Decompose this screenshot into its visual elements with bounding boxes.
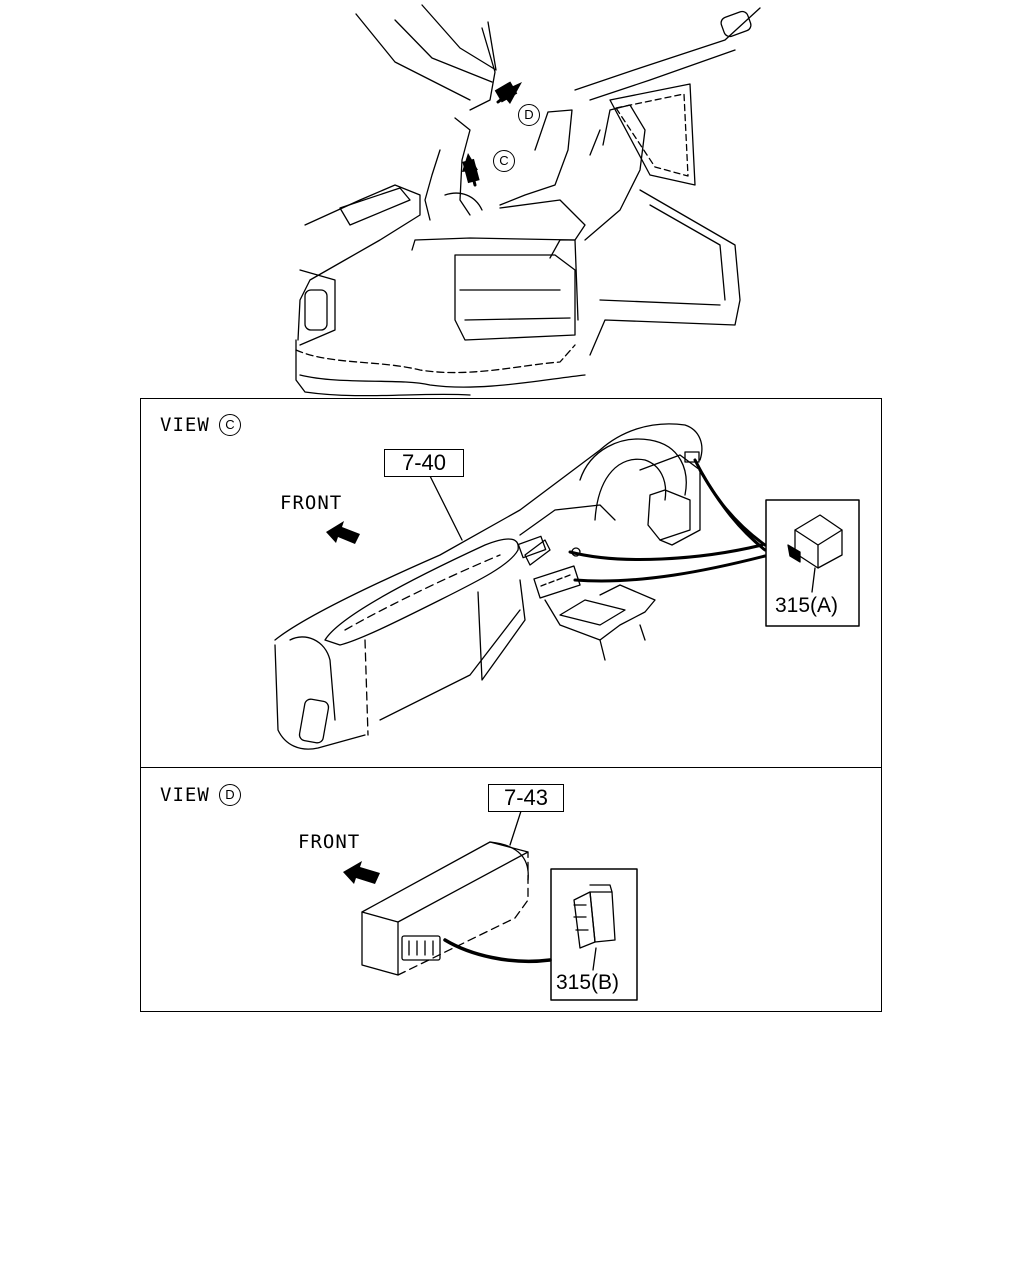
view-d-panel — [140, 767, 882, 1012]
view-d-title: VIEW — [160, 784, 210, 806]
part-315b-label: 315(B) — [556, 971, 620, 994]
view-d-title-marker: D — [219, 784, 241, 806]
view-c-title: VIEW — [160, 414, 210, 436]
part-315a-label: 315(A) — [775, 594, 839, 617]
view-c-callout-marker: C — [493, 150, 515, 172]
view-c-title-marker: C — [219, 414, 241, 436]
view-c-ref-code: 7-40 — [384, 449, 464, 477]
view-c-front-label: FRONT — [280, 492, 343, 514]
view-d-front-label: FRONT — [298, 831, 361, 853]
cab-interior-overview — [295, 4, 761, 397]
view-d-callout-marker: D — [518, 104, 540, 126]
view-d-ref-code: 7-43 — [488, 784, 564, 812]
